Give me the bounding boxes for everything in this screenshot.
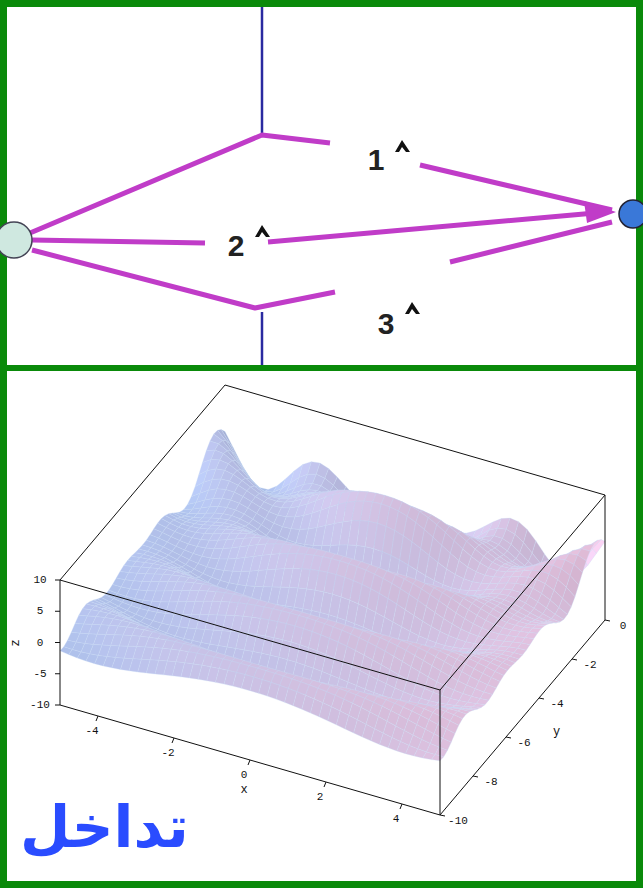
tick-mark: [440, 815, 445, 816]
axis-label: z: [10, 639, 22, 646]
tick-mark: [55, 611, 60, 612]
tick-label: 0: [620, 621, 627, 632]
path-one: [30, 135, 330, 233]
box-edge: [60, 580, 440, 690]
tick-label: 0: [241, 770, 248, 781]
path-one: [420, 165, 612, 210]
paths: [30, 135, 612, 308]
axis-label: x: [240, 784, 247, 796]
surface-patch: [431, 755, 443, 761]
tick-mark: [172, 738, 174, 743]
surface-patch: [241, 650, 253, 666]
surface-plot: [60, 430, 605, 761]
tick-mark: [539, 698, 544, 699]
path-two: [32, 240, 205, 243]
tick-mark: [248, 760, 250, 765]
box-edge: [440, 620, 605, 815]
tick-mark: [605, 620, 610, 621]
tick-mark: [400, 804, 402, 809]
tick-mark: [506, 737, 511, 738]
tick-label: -5: [33, 668, 46, 679]
tick-mark: [55, 673, 60, 674]
hat-symbol: [395, 140, 410, 152]
tick-mark: [473, 776, 478, 777]
tick-label: 0: [37, 637, 44, 648]
tick-label: 5: [37, 606, 44, 617]
source-circle: [0, 222, 32, 258]
tick-label: 10: [33, 575, 46, 586]
hat-symbols: [255, 140, 420, 314]
hat-symbol: [255, 225, 270, 237]
path-number: 2: [226, 230, 247, 262]
tick-mark: [96, 716, 98, 721]
tick-label: -10: [30, 700, 50, 711]
tick-label: -4: [85, 726, 98, 737]
bottom-panel: [7, 371, 636, 881]
surface-patch: [232, 648, 244, 663]
tick-label: -2: [161, 748, 174, 759]
tick-mark: [55, 642, 60, 643]
tick-label: 2: [317, 792, 324, 803]
tick-mark: [55, 705, 60, 706]
arrow-head: [584, 201, 616, 223]
surface-patch: [258, 653, 270, 670]
axis-label: y: [553, 726, 560, 738]
detector-circle: [619, 200, 643, 228]
plot-box: [55, 385, 610, 816]
tick-mark: [55, 580, 60, 581]
hat-symbol: [405, 302, 420, 314]
box-edge: [605, 495, 606, 620]
tick-mark: [572, 659, 577, 660]
path-three: [32, 250, 335, 308]
surface-patch: [225, 583, 237, 595]
path-three: [450, 222, 612, 262]
path-number: 1: [366, 144, 387, 176]
top-panel: [7, 7, 636, 365]
path-number: 3: [376, 308, 397, 340]
tick-label: 4: [393, 814, 400, 825]
barrier-line: [261, 312, 264, 365]
surface-patch: [249, 652, 261, 668]
box-edge: [60, 385, 225, 580]
surface-patch: [533, 625, 545, 628]
barrier-line: [261, 7, 264, 133]
tick-mark: [324, 782, 326, 787]
box-edge: [225, 385, 605, 495]
box-edge: [440, 495, 605, 690]
box-edge: [440, 690, 441, 815]
